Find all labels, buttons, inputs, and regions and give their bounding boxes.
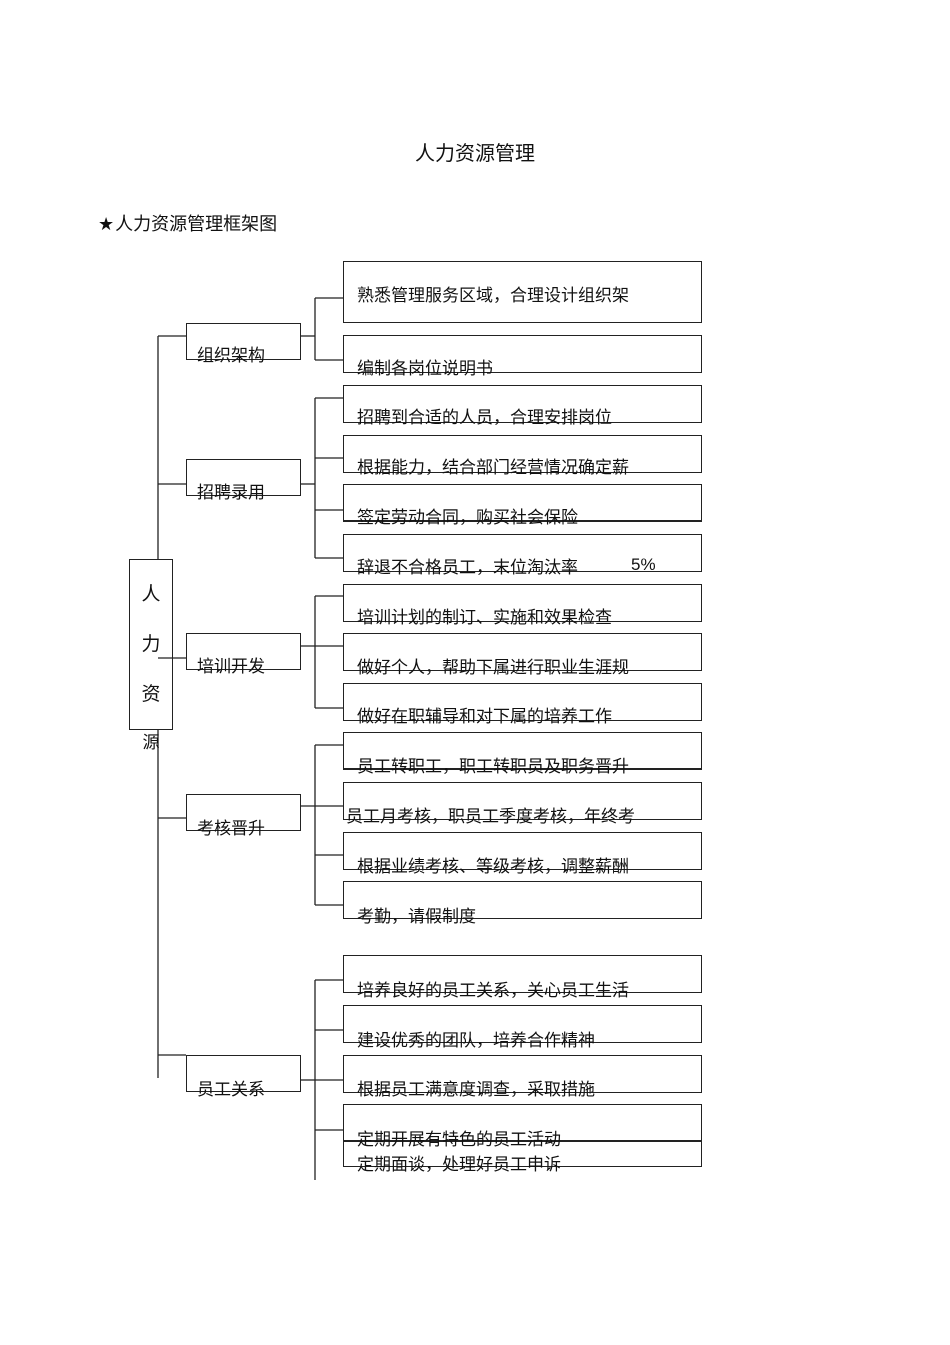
item-box <box>343 1104 702 1167</box>
item-box <box>343 534 702 572</box>
item-box <box>343 335 702 373</box>
root-char: 人 <box>141 583 161 605</box>
item-label: 定期面谈，处理好员工申诉 <box>357 1155 561 1175</box>
item-box <box>343 832 702 870</box>
category-box <box>186 633 301 670</box>
item-label: 定期开展有特色的员工活动 <box>357 1130 561 1150</box>
item-label: 考勤，请假制度 <box>357 907 476 927</box>
item-box <box>343 1055 702 1093</box>
item-box <box>343 385 702 423</box>
category-label: 招聘录用 <box>197 483 265 503</box>
elimination-rate-value: 5% <box>631 555 656 574</box>
item-box <box>343 683 702 721</box>
item-label: 签定劳动合同，购买社会保险 <box>357 508 578 528</box>
item-label: 根据业绩考核、等级考核，调整薪酬 <box>357 857 629 877</box>
root-char: 力 <box>141 633 161 655</box>
root-char: 资 <box>141 683 161 705</box>
item-box <box>343 484 702 522</box>
category-box <box>186 794 301 831</box>
root-node-box <box>129 559 173 730</box>
item-label: 员工转职工，职工转职员及职务晋升 <box>357 757 629 777</box>
item-label: 培养良好的员工关系，关心员工生活 <box>357 981 629 1001</box>
category-label: 员工关系 <box>197 1080 265 1100</box>
item-box <box>343 633 702 671</box>
diagram-heading-text: 人力资源管理框架图 <box>115 214 278 235</box>
item-box <box>343 732 702 770</box>
item-box <box>343 881 702 919</box>
category-label: 培训开发 <box>197 657 265 677</box>
item-label: 建设优秀的团队，培养合作精神 <box>357 1031 595 1051</box>
category-box <box>186 1055 301 1092</box>
item-label: 做好在职辅导和对下属的培养工作 <box>357 707 612 727</box>
root-char: 源 <box>142 733 160 753</box>
item-label: 根据员工满意度调查，采取措施 <box>357 1080 595 1100</box>
item-label: 根据能力，结合部门经营情况确定薪 <box>357 458 629 478</box>
item-box <box>343 782 702 820</box>
item-label: 做好个人，帮助下属进行职业生涯规 <box>357 658 629 678</box>
page-title: 人力资源管理 <box>415 141 535 165</box>
item-label: 编制各岗位说明书 <box>357 359 493 379</box>
item-label: 培训计划的制订、实施和效果检查 <box>357 608 612 628</box>
diagram-heading: ★人力资源管理框架图 <box>98 210 277 236</box>
item-box <box>343 1005 702 1043</box>
item-box <box>343 435 702 473</box>
item-box <box>343 584 702 622</box>
item-box <box>343 955 702 993</box>
item-label: 熟悉管理服务区域，合理设计组织架 <box>357 286 629 306</box>
item-label: 员工月考核，职员工季度考核，年终考 <box>346 807 635 827</box>
category-box <box>186 323 301 360</box>
item-box <box>343 261 702 323</box>
item-label: 辞退不合格员工，末位淘汰率 <box>357 558 578 578</box>
item-label: 招聘到合适的人员，合理安排岗位 <box>357 408 612 428</box>
category-label: 组织架构 <box>197 346 265 366</box>
category-label: 考核晋升 <box>197 819 265 839</box>
star-icon: ★ <box>98 214 115 235</box>
category-box <box>186 459 301 496</box>
